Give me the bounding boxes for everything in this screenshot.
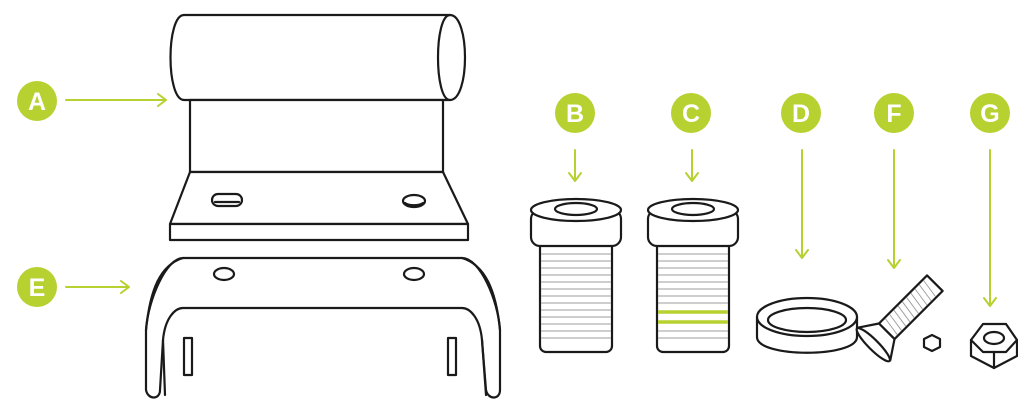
part-c-threads (658, 253, 728, 339)
part-c-threaded-spacer (646, 197, 740, 354)
badge-a-label: A (28, 88, 46, 116)
part-e-u-bracket (144, 256, 502, 399)
badge-b: B (555, 93, 595, 133)
arrow-f (887, 149, 901, 269)
part-g-hex-nut (969, 322, 1018, 370)
badge-d: D (781, 93, 821, 133)
arrow-c (685, 149, 699, 182)
badge-e-label: E (29, 274, 46, 302)
part-b-threaded-spacer (529, 197, 623, 354)
badge-a: A (17, 81, 57, 121)
badge-e: E (17, 267, 57, 307)
hex-socket-icon (922, 333, 942, 353)
badge-b-label: B (566, 100, 584, 128)
part-d-ring (755, 296, 859, 354)
badge-c-label: C (682, 100, 700, 128)
arrow-e (65, 280, 130, 294)
part-f-screw (855, 274, 944, 363)
badge-f: F (874, 93, 914, 133)
arrow-b (568, 149, 582, 182)
arrow-g (983, 149, 997, 307)
badge-g: G (970, 93, 1010, 133)
badge-g-label: G (980, 100, 999, 128)
badge-c: C (671, 93, 711, 133)
part-a-bracket (168, 13, 470, 242)
badge-d-label: D (792, 100, 810, 128)
part-b-threads (541, 253, 611, 339)
arrow-d (795, 149, 809, 259)
badge-f-label: F (886, 100, 901, 128)
arrow-a (65, 93, 167, 107)
